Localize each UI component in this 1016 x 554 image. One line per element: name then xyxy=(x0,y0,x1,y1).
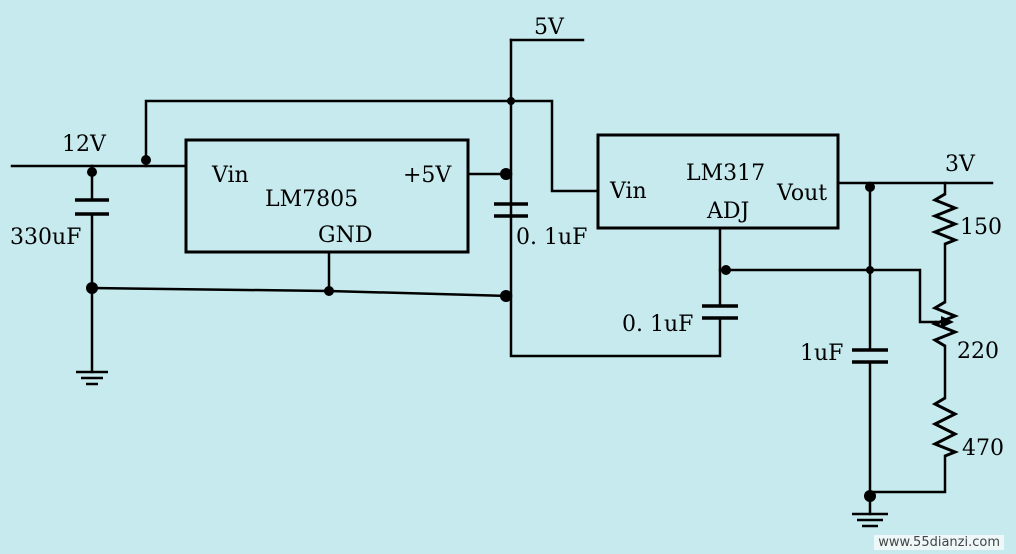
ground-symbol-left xyxy=(76,370,108,386)
junction-dot xyxy=(324,286,334,296)
junction-dot xyxy=(866,266,874,274)
lm7805-out-label: +5V xyxy=(403,163,452,188)
lm317-vin-label: Vin xyxy=(609,179,647,204)
lm7805-vin-label: Vin xyxy=(211,163,249,188)
label-150: 150 xyxy=(960,215,1002,240)
lm7805-regulator xyxy=(184,138,470,254)
junction-dot xyxy=(500,168,512,180)
label-12v: 12V xyxy=(62,132,107,157)
wire-ground-bus xyxy=(90,286,513,298)
lm7805-name: LM7805 xyxy=(265,187,358,212)
capacitor-330uf xyxy=(75,198,109,216)
junction-dot xyxy=(141,155,151,165)
lm317-name: LM317 xyxy=(686,161,765,186)
junction-dot xyxy=(87,167,97,177)
resistor-150 xyxy=(930,192,960,246)
label-330uf: 330uF xyxy=(10,225,81,250)
label-1uf: 1uF xyxy=(800,341,843,366)
wire-12v-to-lm317 xyxy=(144,99,600,193)
lm317-vout-label: Vout xyxy=(776,181,827,206)
capacitor-0-1uf-b xyxy=(702,304,738,320)
capacitor-0-1uf-a xyxy=(494,202,528,218)
wire-r3-to-ground xyxy=(868,454,947,494)
label-0-1uf-a: 0. 1uF xyxy=(516,225,587,250)
ground-symbol-right xyxy=(852,512,888,528)
junction-dot xyxy=(507,97,515,105)
junction-dot xyxy=(721,265,731,275)
junction-dot xyxy=(864,490,876,502)
potentiometer-220 xyxy=(930,300,960,348)
label-0-1uf-b: 0. 1uF xyxy=(622,312,693,337)
label-5v: 5V xyxy=(534,15,565,40)
junction-dot xyxy=(865,182,875,192)
junction-dot xyxy=(500,290,512,302)
wire-5v-rail xyxy=(509,38,722,358)
lm317-regulator xyxy=(596,133,840,230)
label-3v: 3V xyxy=(945,152,976,177)
wire-adj-to-wiper xyxy=(718,268,938,324)
watermark: www.55dianzi.com xyxy=(874,535,1004,550)
label-470: 470 xyxy=(962,436,1004,461)
label-220: 220 xyxy=(957,339,999,364)
lm317-adj-label: ADJ xyxy=(706,199,749,224)
capacitor-1uf xyxy=(852,348,888,364)
potentiometer-wiper-arrow xyxy=(934,316,954,328)
resistor-470 xyxy=(931,396,960,458)
lm7805-gnd-label: GND xyxy=(318,223,372,248)
junction-dot xyxy=(86,282,98,294)
